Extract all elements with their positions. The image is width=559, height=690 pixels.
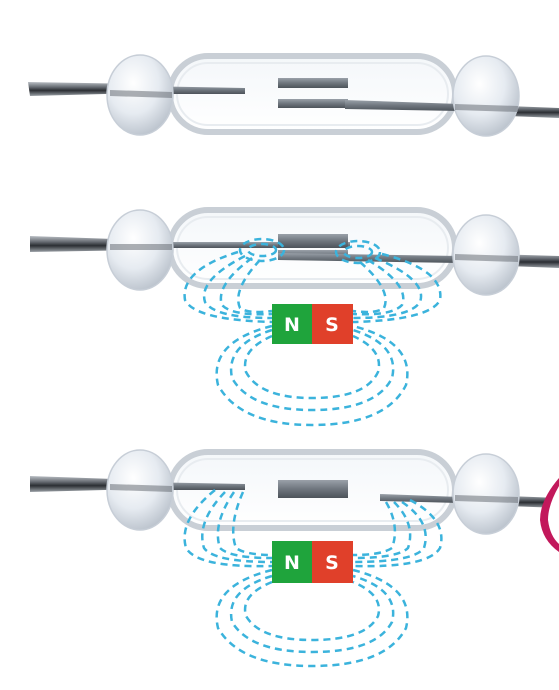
glass-bead-right [452,453,520,535]
magnet-south-label: S [325,552,339,574]
bead-wire-left [110,90,172,98]
bar-magnet: N S [272,541,353,583]
magnetic-field-lines [183,489,443,668]
bar-magnet: N S [272,304,353,344]
reed-contact-left [278,234,348,248]
magnet-south-label: S [325,314,339,336]
magnet-south-pole [312,304,353,344]
magnet-north-pole [272,304,312,344]
magnet-north-label: N [284,552,300,574]
bead-wire-right [455,495,518,503]
panel-3-open-switch: N S [30,449,559,668]
bead-wire-right [455,254,518,262]
bead-wire-left [110,244,172,250]
magnet-north-label: N [284,314,300,336]
reed-contact-right [278,99,348,108]
magnet-south-pole [312,541,353,583]
edge-accent-highlight [548,486,559,544]
reed-right [345,100,460,111]
bead-wire-right [455,104,518,112]
bead-wire-left [110,484,172,492]
panel-2-closed-switch: N S [30,207,559,427]
reed-right [380,494,460,503]
reed-right [278,253,460,263]
glass-bead-right [452,55,520,137]
magnet-north-pole [272,541,312,583]
panel-1-open-switch [28,53,559,137]
reed-contact-left [278,78,348,88]
reed-contact-left [278,480,348,498]
magnetic-field-lines [183,237,442,427]
